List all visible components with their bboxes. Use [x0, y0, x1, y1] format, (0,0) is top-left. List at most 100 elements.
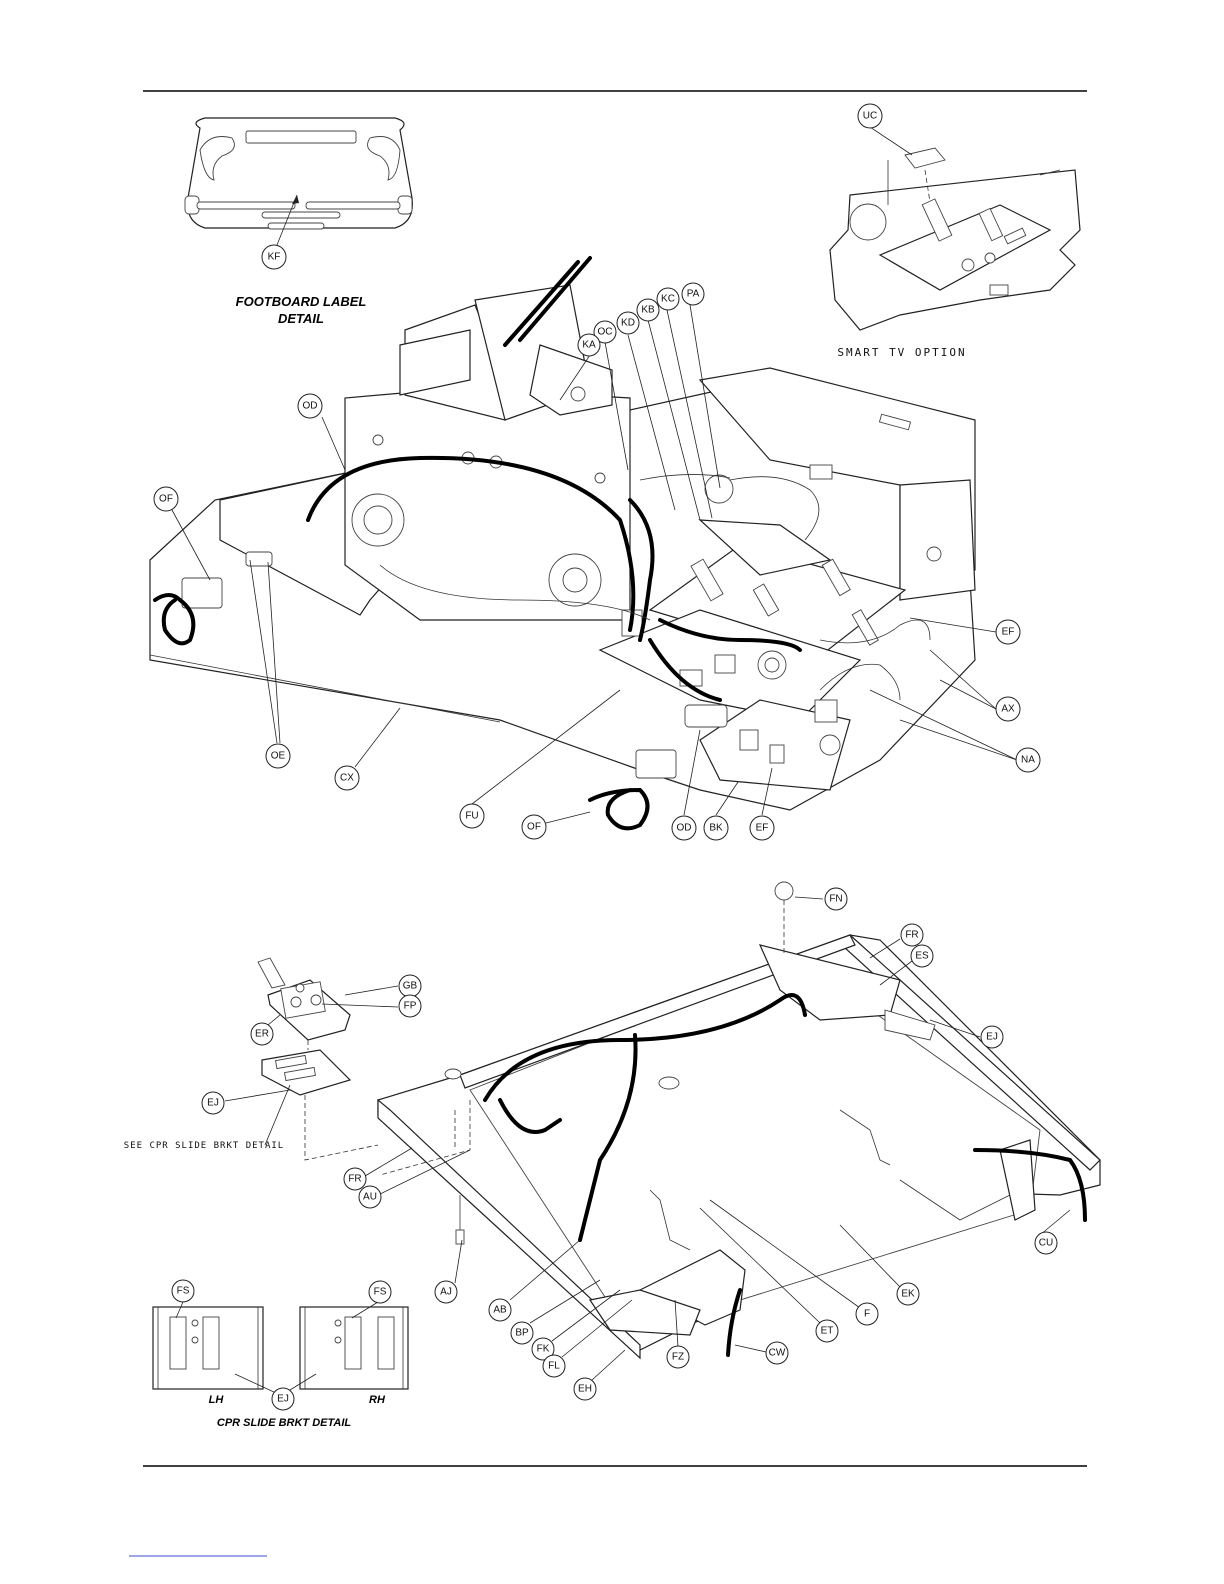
svg-text:FS: FS [177, 1286, 190, 1297]
svg-text:AJ: AJ [440, 1287, 452, 1298]
callout-kd[interactable]: KD [617, 312, 639, 334]
callout-aj[interactable]: AJ [435, 1281, 457, 1303]
svg-text:ET: ET [821, 1326, 834, 1337]
svg-text:FP: FP [404, 1001, 417, 1012]
svg-text:ER: ER [255, 1029, 269, 1040]
svg-text:EK: EK [901, 1289, 915, 1300]
svg-text:FL: FL [548, 1361, 560, 1372]
svg-text:FR: FR [905, 930, 918, 941]
callout-cu[interactable]: CU [1035, 1232, 1057, 1254]
svg-text:CW: CW [769, 1348, 786, 1359]
cpr-bracket-assembly [258, 958, 378, 1160]
svg-text:AU: AU [363, 1192, 377, 1203]
svg-text:CU: CU [1039, 1238, 1053, 1249]
svg-text:OF: OF [527, 822, 541, 833]
svg-text:GB: GB [403, 981, 418, 992]
callout-bp[interactable]: BP [511, 1322, 533, 1344]
svg-text:KD: KD [621, 318, 635, 329]
svg-text:UC: UC [863, 111, 877, 122]
svg-text:PA: PA [687, 289, 700, 300]
callout-au[interactable]: AU [359, 1186, 381, 1208]
callout-cw[interactable]: CW [766, 1342, 788, 1364]
callout-er[interactable]: ER [251, 1023, 273, 1045]
svg-text:OE: OE [271, 751, 286, 762]
callout-ax[interactable]: AX [996, 697, 1020, 721]
callout-kf[interactable]: KF [262, 245, 286, 269]
smart-tv-option-drawing [830, 148, 1080, 330]
callout-oe[interactable]: OE [266, 744, 290, 768]
cpr-detail-caption: CPR SLIDE BRKT DETAIL [217, 1417, 352, 1429]
cpr-slide-bracket-detail [153, 1302, 408, 1393]
callout-ek[interactable]: EK [897, 1283, 919, 1305]
svg-text:FU: FU [465, 811, 478, 822]
svg-text:FN: FN [829, 894, 842, 905]
callout-ef-right[interactable]: EF [996, 620, 1020, 644]
callout-od-top[interactable]: OD [298, 394, 322, 418]
callout-fu[interactable]: FU [460, 804, 484, 828]
callout-kc[interactable]: KC [657, 288, 679, 310]
callout-bk[interactable]: BK [704, 816, 728, 840]
svg-text:CX: CX [340, 773, 354, 784]
svg-text:EJ: EJ [986, 1032, 998, 1043]
svg-text:EF: EF [1002, 627, 1015, 638]
callout-fp[interactable]: FP [399, 995, 421, 1017]
callout-pa[interactable]: PA [682, 283, 704, 305]
callout-fs-rh[interactable]: FS [369, 1281, 391, 1303]
svg-text:KA: KA [582, 340, 596, 351]
svg-text:EH: EH [578, 1384, 592, 1395]
callout-of-left[interactable]: OF [154, 487, 178, 511]
svg-text:OF: OF [159, 494, 173, 505]
callout-eh[interactable]: EH [574, 1378, 596, 1400]
svg-text:EF: EF [756, 823, 769, 834]
callout-fr-left[interactable]: FR [344, 1168, 366, 1190]
callout-kb[interactable]: KB [637, 299, 659, 321]
svg-text:EJ: EJ [207, 1098, 219, 1109]
main-assembly-drawing [150, 258, 975, 828]
callout-cx[interactable]: CX [335, 766, 359, 790]
callout-ef-bottom[interactable]: EF [750, 816, 774, 840]
callout-ej-detail[interactable]: EJ [272, 1388, 294, 1410]
svg-text:OD: OD [303, 401, 318, 412]
base-frame-drawing [378, 882, 1100, 1358]
callout-na[interactable]: NA [1016, 748, 1040, 772]
svg-text:OD: OD [677, 823, 692, 834]
callout-fs-lh[interactable]: FS [172, 1280, 194, 1302]
svg-text:KF: KF [268, 252, 281, 263]
svg-text:AX: AX [1001, 704, 1015, 715]
svg-text:F: F [864, 1309, 870, 1320]
svg-text:EJ: EJ [277, 1394, 289, 1405]
footboard-label-detail [185, 118, 412, 245]
callout-fz[interactable]: FZ [667, 1346, 689, 1368]
svg-text:BK: BK [709, 823, 723, 834]
svg-text:OC: OC [598, 327, 613, 338]
svg-text:KC: KC [661, 294, 675, 305]
svg-text:ES: ES [915, 951, 929, 962]
callout-f[interactable]: F [856, 1303, 878, 1325]
callout-es[interactable]: ES [911, 945, 933, 967]
callout-ka[interactable]: KA [578, 334, 600, 356]
callout-of-bottom[interactable]: OF [522, 815, 546, 839]
footboard-caption-line2: DETAIL [278, 311, 324, 326]
svg-text:BP: BP [515, 1328, 529, 1339]
callout-od-bottom[interactable]: OD [672, 816, 696, 840]
svg-text:FK: FK [537, 1344, 550, 1355]
callout-ej-left[interactable]: EJ [202, 1092, 224, 1114]
svg-text:NA: NA [1021, 755, 1035, 766]
callout-uc[interactable]: UC [858, 104, 912, 155]
callout-et[interactable]: ET [816, 1320, 838, 1342]
footboard-caption-line1: FOOTBOARD LABEL [236, 294, 367, 309]
callout-fn[interactable]: FN [825, 888, 847, 910]
svg-text:KB: KB [641, 305, 655, 316]
svg-text:FR: FR [348, 1174, 361, 1185]
callout-fr-top[interactable]: FR [901, 924, 923, 946]
callout-gb[interactable]: GB [399, 975, 421, 997]
see-cpr-caption: SEE CPR SLIDE BRKT DETAIL [124, 1141, 284, 1151]
svg-text:AB: AB [493, 1305, 507, 1316]
callout-fl[interactable]: FL [543, 1355, 565, 1377]
smart-tv-caption: SMART TV OPTION [837, 346, 966, 359]
svg-text:FS: FS [374, 1287, 387, 1298]
callout-ab[interactable]: AB [489, 1299, 511, 1321]
svg-text:FZ: FZ [672, 1352, 684, 1363]
callout-ej-right[interactable]: EJ [981, 1026, 1003, 1048]
